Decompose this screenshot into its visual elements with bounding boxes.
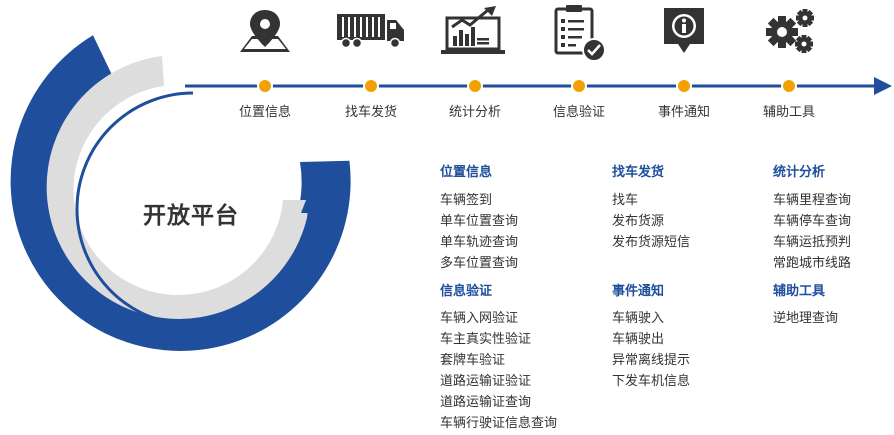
gears-icon [766,9,814,53]
group-cargo: 找车发货 找车 发布货源 发布货源短信 [612,163,690,253]
list-item: 下发车机信息 [612,374,691,389]
center-title: 开放平台 [143,203,239,229]
list-item: 车辆停车查询 [773,214,852,229]
timeline-dot [257,78,273,94]
group-title-verify: 信息验证 [440,284,493,299]
timeline-dot [571,78,587,94]
group-title-tools: 辅助工具 [773,284,826,299]
timeline-label-verify: 信息验证 [552,105,605,120]
list-item: 车辆行驶证信息查询 [440,416,558,431]
timeline-dots [257,78,797,94]
middle-gray-ring [46,56,310,319]
group-verify: 信息验证 车辆入网验证 车主真实性验证 套牌车验证 道路运输证验证 道路运输证查… [440,282,557,434]
timeline-dot [467,78,483,94]
timeline-label-cargo: 找车发货 [344,105,397,120]
group-location: 位置信息 车辆签到 单车位置查询 单车轨迹查询 多车位置查询 [440,163,518,274]
info-bubble-icon [664,8,704,53]
list-item: 车主真实性验证 [440,332,532,347]
timeline-dot [676,78,692,94]
list-item: 车辆运抵预判 [773,235,852,250]
checklist-icon [554,5,606,62]
group-stats: 统计分析 车辆里程查询 车辆停车查询 车辆运抵预判 常跑城市线路 [773,163,851,274]
group-events: 事件通知 车辆驶入 车辆驶出 异常离线提示 下发车机信息 [612,282,690,392]
inner-arrow-arc [75,91,311,327]
timeline-dot [363,78,379,94]
group-title-events: 事件通知 [612,284,665,299]
truck-icon [337,14,404,49]
timeline-arrowhead [874,77,892,95]
timeline-label-stats: 统计分析 [448,105,501,120]
list-item: 发布货源短信 [612,235,691,250]
timeline-dot [781,78,797,94]
group-title-stats: 统计分析 [773,165,826,180]
group-title-cargo: 找车发货 [612,165,665,180]
list-item: 单车轨迹查询 [440,235,519,250]
list-item: 异常离线提示 [612,353,691,368]
list-item: 车辆里程查询 [773,193,852,208]
list-item: 道路运输证验证 [440,374,532,389]
timeline-label-events: 事件通知 [657,105,710,120]
list-item: 车辆入网验证 [440,311,519,326]
inner-arc-arrowhead [301,195,316,213]
group-title-location: 位置信息 [440,165,493,180]
list-item: 单车位置查询 [440,214,519,229]
list-item: 多车位置查询 [440,256,519,271]
list-item: 逆地理查询 [773,311,839,326]
list-item: 套牌车验证 [440,353,506,368]
list-item: 道路运输证查询 [440,395,532,410]
list-item: 车辆驶出 [612,332,665,347]
list-item: 发布货源 [612,214,665,229]
list-item: 找车 [612,193,639,208]
timeline-label-tools: 辅助工具 [762,105,815,120]
analytics-chart-icon [441,6,505,54]
map-pin-icon [240,10,290,52]
group-tools: 辅助工具 逆地理查询 [773,282,838,329]
list-item: 车辆驶入 [612,311,665,326]
list-item: 常跑城市线路 [773,256,852,271]
timeline-label-location: 位置信息 [238,105,291,120]
list-item: 车辆签到 [440,193,493,208]
